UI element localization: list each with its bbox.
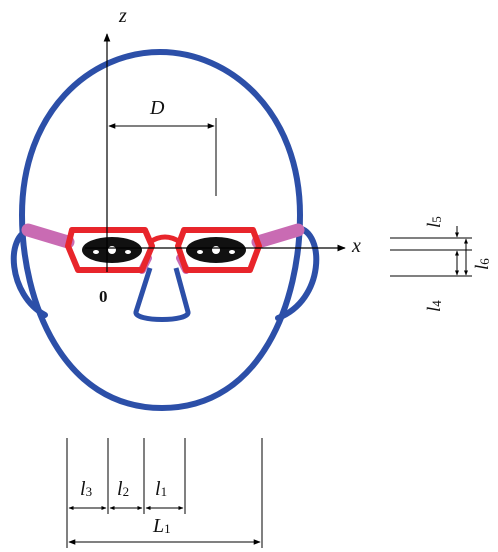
l3-label: l3 xyxy=(80,478,92,500)
left-temple-pad xyxy=(21,223,75,249)
left-eye-glint-l xyxy=(93,250,99,254)
d-label: D xyxy=(149,97,165,119)
left-lens-frame xyxy=(65,227,155,273)
l5-label: l5 xyxy=(424,216,445,228)
right-lens-frame xyxy=(175,227,262,273)
right-pupil-highlight xyxy=(212,246,220,254)
right-eye-glint-r xyxy=(229,250,235,254)
right-temple-pad xyxy=(251,223,305,249)
x-axis-label: x xyxy=(351,235,361,257)
left-pupil-highlight xyxy=(108,246,116,254)
z-axis-label: z xyxy=(118,5,127,27)
glasses-bridge xyxy=(148,234,182,245)
nose xyxy=(133,267,191,322)
l4-label: l4 xyxy=(424,300,445,312)
l2-label: l2 xyxy=(117,478,129,500)
right-ear xyxy=(275,225,320,321)
head-outline xyxy=(18,48,304,412)
origin-label: 0 xyxy=(99,287,108,306)
right-eye-glint-l xyxy=(197,250,203,254)
l6-label: l6 xyxy=(472,258,493,270)
L1-label: L1 xyxy=(152,515,171,537)
l1-label: l1 xyxy=(155,478,167,500)
left-eye-glint-r xyxy=(125,250,131,254)
